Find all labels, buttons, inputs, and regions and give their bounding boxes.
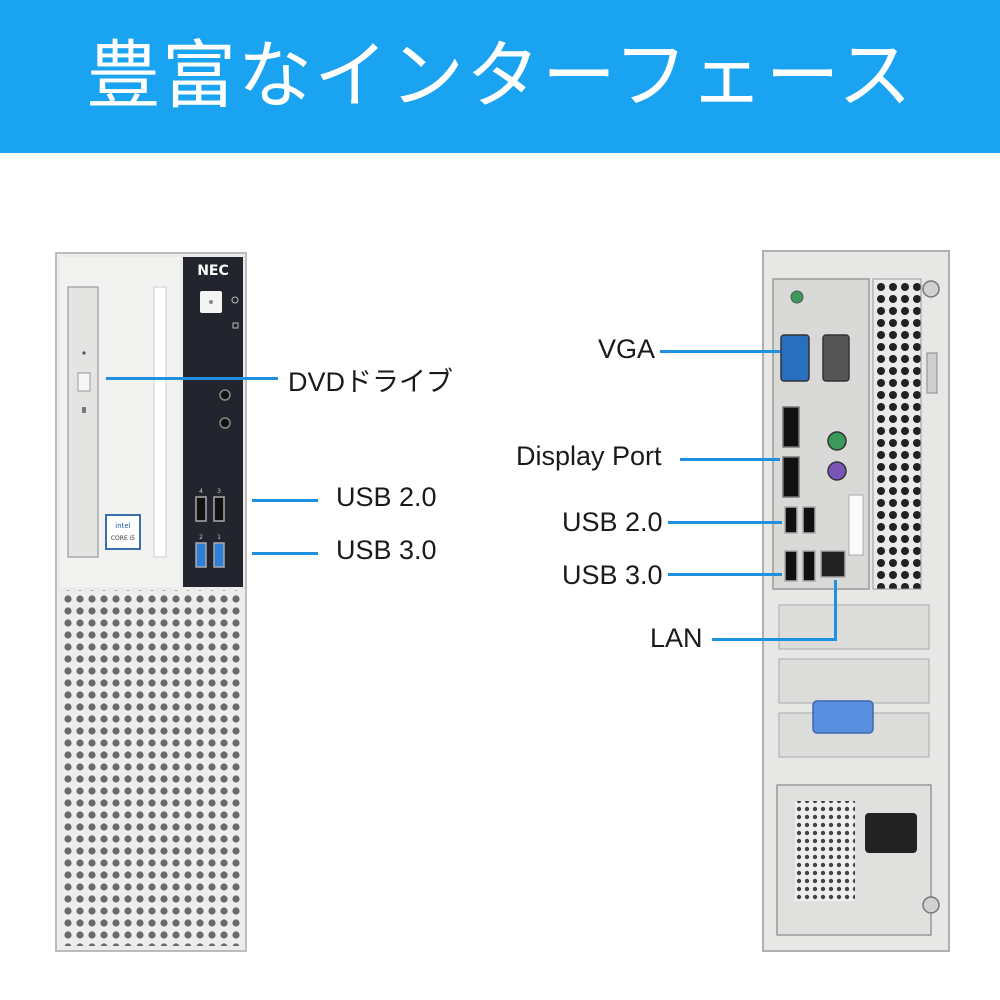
label-displayport: Display Port bbox=[516, 441, 662, 471]
leader-line-rear-usb2 bbox=[668, 521, 782, 524]
label-front-usb2: USB 2.0 bbox=[336, 482, 437, 512]
svg-text:intel: intel bbox=[115, 522, 130, 530]
leader-line-lan bbox=[712, 638, 837, 641]
leader-line-dvd bbox=[106, 377, 278, 380]
label-rear-usb2: USB 2.0 bbox=[562, 507, 663, 537]
pc-front-image: intel CORE i5 NEC 4 3 2 1 bbox=[55, 252, 247, 952]
pc-rear-image bbox=[762, 250, 950, 952]
leader-line-vga bbox=[660, 350, 780, 353]
leader-line-displayport bbox=[680, 458, 780, 461]
brand-logo: NEC bbox=[197, 263, 229, 279]
label-front-usb3: USB 3.0 bbox=[336, 535, 437, 565]
label-rear-usb3: USB 3.0 bbox=[562, 560, 663, 590]
svg-text:4: 4 bbox=[199, 488, 203, 495]
page-title: 豊富なインターフェース bbox=[86, 33, 914, 119]
svg-text:2: 2 bbox=[199, 534, 203, 541]
svg-text:1: 1 bbox=[217, 534, 221, 541]
label-dvd-drive: DVDドライブ bbox=[288, 367, 454, 397]
svg-text:CORE i5: CORE i5 bbox=[111, 535, 135, 542]
leader-line-rear-usb3 bbox=[668, 573, 782, 576]
leader-line-front-usb3 bbox=[252, 552, 318, 555]
svg-text:3: 3 bbox=[217, 488, 221, 495]
leader-line-front-usb2 bbox=[252, 499, 318, 502]
label-vga: VGA bbox=[598, 334, 656, 364]
leader-line-lan-vertical bbox=[834, 580, 837, 641]
label-lan: LAN bbox=[650, 623, 703, 653]
header-banner bbox=[0, 0, 1000, 153]
